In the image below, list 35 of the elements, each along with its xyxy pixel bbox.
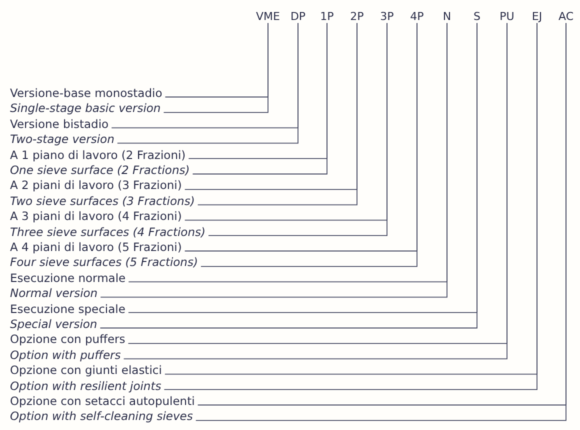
code-label: N [442, 10, 452, 23]
option-label: Opzione con setacci autopulenti [10, 394, 195, 408]
option-label: A 2 piani di lavoro (3 Frazioni) [10, 178, 182, 192]
option-label: Opzione con giunti elastici [10, 363, 162, 378]
code-label: 3P [380, 10, 394, 23]
option-label: Three sieve surfaces (4 Fractions) [10, 224, 206, 239]
code-label: EJ [532, 10, 542, 23]
option-label: Two-stage version [10, 132, 114, 146]
option-label: One sieve surface (2 Fractions) [10, 163, 190, 177]
code-label: 2P [350, 10, 364, 23]
code-label: 4P [410, 10, 424, 23]
option-label: Two sieve surfaces (3 Fractions) [10, 194, 195, 208]
option-label: A 1 piano di lavoro (2 Frazioni) [10, 148, 186, 162]
leader-line [163, 22, 268, 113]
option-label: Option with self-cleaning sieves [10, 409, 193, 424]
option-label: A 4 piani di lavoro (5 Frazioni) [10, 240, 182, 254]
option-label: Esecuzione normale [10, 270, 126, 285]
option-label: Opzione con puffers [10, 332, 126, 346]
code-label: DP [290, 10, 306, 23]
code-label: 1P [320, 10, 334, 23]
option-label: Option with puffers [10, 348, 121, 362]
option-label: Normal version [10, 286, 98, 300]
option-label: Four sieve surfaces (5 Fractions) [10, 255, 198, 270]
leader-line [208, 22, 388, 236]
option-label: Special version [10, 317, 98, 331]
option-label: Versione bistadio [10, 116, 109, 131]
code-label: AC [558, 10, 574, 23]
option-label: Versione-base monostadio [10, 86, 162, 100]
code-label: VME [256, 10, 280, 23]
option-label: Esecuzione speciale [10, 302, 126, 316]
option-label: A 3 piani di lavoro (4 Frazioni) [10, 209, 182, 224]
option-label: Option with resilient joints [10, 378, 162, 393]
code-label: PU [500, 10, 514, 23]
option-label: Single-stage basic version [10, 101, 161, 116]
code-label: S [474, 10, 480, 23]
